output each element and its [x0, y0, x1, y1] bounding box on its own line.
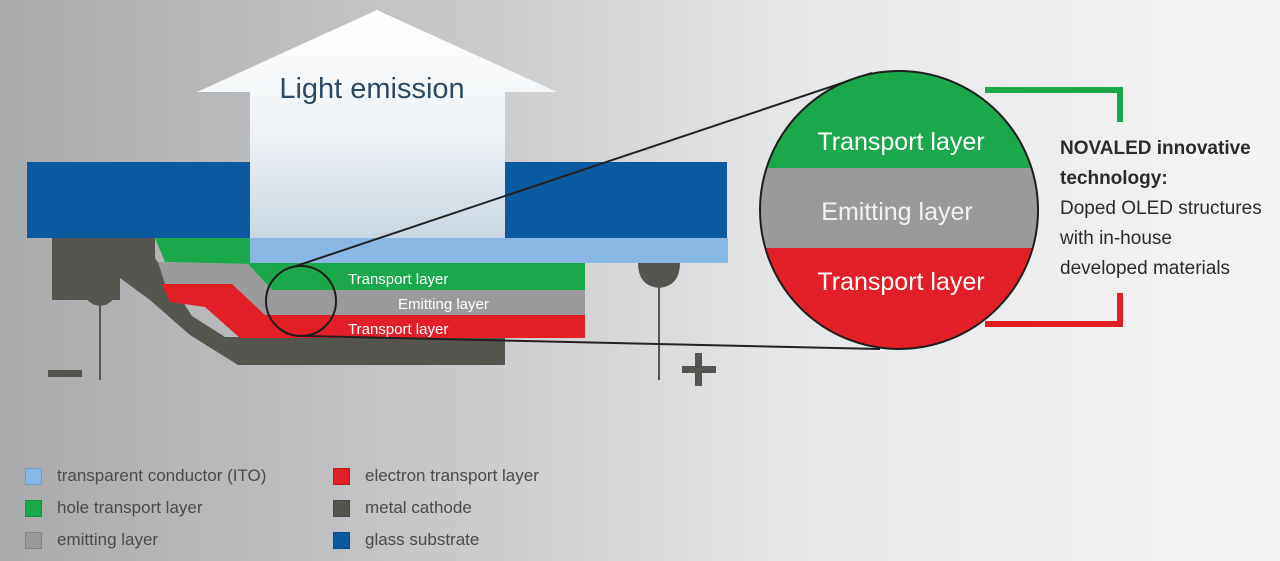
legend-swatch-hole-transport	[25, 499, 42, 517]
legend-swatch-emitting	[25, 531, 42, 549]
green-bracket	[985, 87, 1123, 122]
legend-label-glass-substrate: glass substrate	[365, 530, 480, 549]
left-terminal	[82, 282, 118, 306]
info-heading: NOVALED innovative technology:	[1060, 138, 1251, 189]
legend-label-emitting: emitting layer	[57, 530, 159, 549]
small-transport-bottom-label: Transport layer	[348, 321, 448, 338]
glass-substrate-right	[505, 162, 727, 238]
electron-transport-layer	[162, 284, 585, 338]
legend-label-metal-cathode: metal cathode	[365, 498, 472, 517]
legend-swatch-glass-substrate	[333, 531, 350, 549]
zoom-circle	[760, 71, 1038, 349]
legend-column-1: transparent conductor (ITO) hole transpo…	[25, 460, 266, 556]
zoom-emitting-band	[760, 168, 1038, 248]
zoom-connector-top	[295, 72, 873, 267]
legend-item-glass-substrate: glass substrate	[333, 524, 539, 556]
legend-column-2: electron transport layer metal cathode g…	[333, 460, 539, 556]
red-bracket	[985, 293, 1123, 327]
novaled-info: NOVALED innovative technology: Doped OLE…	[1060, 134, 1280, 284]
zoom-transport-bottom-band	[760, 248, 1038, 349]
legend: transparent conductor (ITO) hole transpo…	[25, 460, 725, 556]
emitting-layer	[158, 262, 585, 315]
legend-item-electron-transport: electron transport layer	[333, 460, 539, 492]
small-transport-top-label: Transport layer	[348, 271, 448, 288]
hole-transport-layer	[155, 238, 585, 290]
small-emitting-label: Emitting layer	[398, 296, 489, 313]
zoom-transport-top-label: Transport layer	[817, 128, 984, 156]
zoom-transport-bottom-label: Transport layer	[817, 268, 984, 296]
legend-label-hole-transport: hole transport layer	[57, 498, 203, 517]
legend-label-ito: transparent conductor (ITO)	[57, 466, 267, 485]
zoom-circle-outline	[759, 70, 1039, 350]
right-terminal	[638, 263, 680, 288]
legend-item-hole-transport: hole transport layer	[25, 492, 266, 524]
glass-substrate-left	[27, 162, 250, 238]
light-emission-label: Light emission	[279, 73, 464, 105]
zoom-emitting-label: Emitting layer	[821, 198, 972, 226]
zoom-connector-bottom	[305, 335, 881, 350]
metal-cathode	[52, 238, 505, 365]
minus-sign	[48, 370, 82, 377]
legend-item-metal-cathode: metal cathode	[333, 492, 539, 524]
legend-swatch-electron-transport	[333, 467, 350, 485]
legend-swatch-metal-cathode	[333, 499, 350, 517]
plus-sign-vertical	[695, 353, 702, 386]
zoom-source-circle	[265, 265, 337, 337]
info-body: Doped OLED structures with in-house deve…	[1060, 198, 1262, 279]
legend-swatch-ito	[25, 467, 42, 485]
legend-item-ito: transparent conductor (ITO)	[25, 460, 266, 492]
ito-layer	[250, 238, 728, 263]
legend-label-electron-transport: electron transport layer	[365, 466, 539, 485]
light-emission-arrow	[197, 10, 557, 238]
legend-item-emitting: emitting layer	[25, 524, 266, 556]
